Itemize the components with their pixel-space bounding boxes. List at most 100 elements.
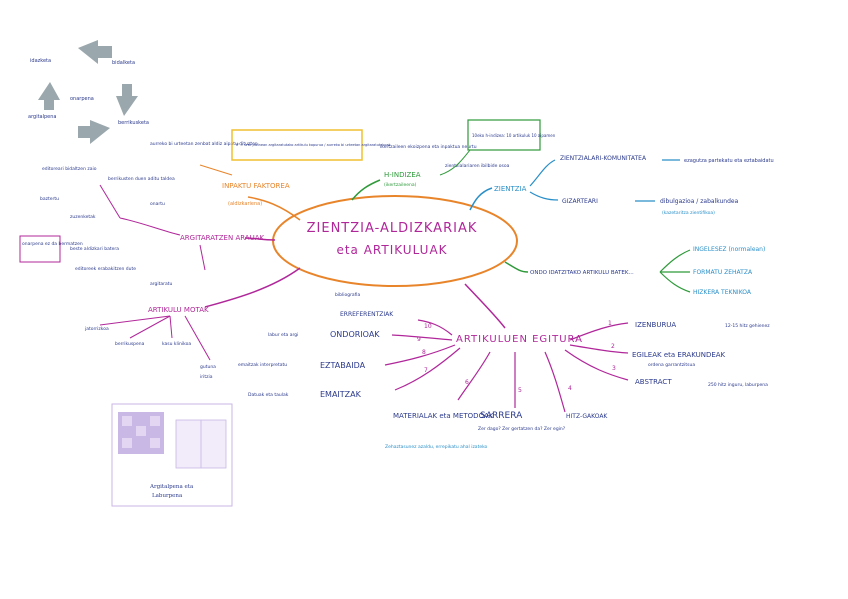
- egitura-part: ERREFERENTZIAK: [340, 311, 394, 318]
- connector-inpaktu: [247, 196, 301, 221]
- zientzia-item-2: GIZARTEARI: [562, 198, 598, 205]
- cycle-arrow-left: [38, 82, 60, 110]
- egitura-link: [394, 347, 461, 391]
- argitaratzen-title: ARGITARATZEN ARAUAK: [180, 234, 265, 242]
- egitura-branch: ARTIKULUEN EGITURA 1 IZENBURUA 12-15 hit…: [238, 292, 770, 450]
- cycle-arrow-right: [116, 84, 138, 116]
- egitura-number: 6: [465, 379, 469, 386]
- journal-pattern: [122, 438, 132, 448]
- ondo-link: [659, 249, 691, 273]
- egitura-note: 250 hitz inguru, laburpena: [708, 382, 768, 388]
- hindizea-link: [439, 149, 471, 176]
- egitura-number: 1: [608, 320, 612, 327]
- connector-egitura: [464, 283, 506, 329]
- hindizea-branch: H-INDIZEA (ikertzaileena) ikertzaileen e…: [380, 119, 556, 188]
- hindizea-note: ikertzaileen ekoizpena eta inpaktua neur…: [380, 144, 477, 150]
- zientzia-link: [529, 159, 556, 187]
- inpaktu-title: INPAKTU FAKTOREA: [222, 182, 290, 190]
- motak-item: gutuna: [200, 364, 216, 370]
- motak-link: [184, 315, 211, 361]
- central-node: ZIENTZIA-ALDIZKARIAK eta ARTIKULUAK: [272, 195, 518, 287]
- hindizea-box: 10eko h-indizea: 10 artikuluk 10 aipamen: [472, 133, 556, 138]
- argitaratzen-item: onartu: [150, 201, 165, 207]
- motak-item: kasu klinikoa: [162, 341, 191, 347]
- inpaktu-subtitle: (aldizkariena): [228, 201, 262, 207]
- egitura-part: EZTABAIDA: [320, 361, 366, 370]
- cycle-diagram: idazketa bidalketa berrikusketa onarpena…: [28, 40, 149, 144]
- connector-motak: [204, 267, 301, 308]
- argitaratzen-item: zuzenketak: [70, 214, 96, 220]
- connector-argitaratzen: [244, 237, 276, 241]
- hindizea-title: H-INDIZEA: [384, 171, 421, 179]
- ondo-item: FORMATU ZEHATZA: [693, 269, 753, 276]
- cycle-item: onarpena: [70, 96, 94, 102]
- journal-pattern: [122, 416, 132, 426]
- argitaratzen-link: [119, 217, 181, 236]
- egitura-note: bibliografia: [335, 292, 361, 298]
- motak-link: [99, 315, 171, 326]
- cycle-item: berrikusketa: [118, 120, 149, 126]
- hindizea-box-frame: [467, 119, 541, 151]
- cycle-item: bidalketa: [112, 60, 135, 66]
- article-illustration: Argitalpena eta Laburpena: [111, 403, 233, 507]
- zientzia-item-2-note: dibulgazioa / zabalkundea: [660, 198, 739, 205]
- motak-link: [129, 315, 171, 339]
- argitaratzen-item: berrikusten duen aditu taldea: [108, 176, 175, 182]
- motak-branch: ARTIKULU MOTAK jatorrizkoa berrikuspena …: [84, 306, 216, 380]
- egitura-number: 9: [417, 336, 421, 343]
- ondo-branch: ONDO IDATZITAKO ARTIKULU BATEK... INGELE…: [530, 246, 765, 296]
- egitura-link: [457, 351, 491, 401]
- egitura-part: MATERIALAK eta METODOAK: [393, 412, 494, 420]
- egitura-note: ordena garrantzitsua: [648, 362, 695, 368]
- argitaratzen-link: [199, 244, 206, 271]
- connector-ondo: [504, 261, 529, 273]
- egitura-link: [384, 344, 456, 366]
- motak-item: berrikuspena: [115, 341, 145, 347]
- egitura-note: 12-15 hitz gehienez: [725, 323, 770, 329]
- argitaratzen-branch: ARGITARATZEN ARAUAK editoreari bidaltzen…: [19, 166, 265, 287]
- egitura-part: SARRERA: [480, 411, 523, 421]
- central-title: ZIENTZIA-ALDIZKARIAK: [307, 221, 478, 236]
- egitura-note: labur eta argi: [268, 332, 298, 338]
- inpaktu-note: aurreko bi urteetan zenbat aldiz aipatu …: [150, 141, 258, 147]
- cycle-item: argitalpena: [28, 114, 57, 120]
- egitura-note: Zehaztasunez azaldu, errepikatu ahal iza…: [385, 444, 488, 450]
- motak-item: jatorrizkoa: [84, 326, 109, 332]
- egitura-number: 10: [424, 323, 432, 330]
- egitura-part: IZENBURUA: [635, 321, 676, 329]
- zientzia-link: [529, 191, 559, 201]
- egitura-number: 5: [518, 387, 522, 394]
- argitaratzen-item: baztertu: [40, 196, 59, 202]
- argitaratzen-item: onarpena ez da bermatzen: [22, 241, 83, 247]
- argitaratzen-item: argitaratu: [150, 281, 173, 287]
- zientzia-branch: ZIENTZIA ZIENTZIALARI-KOMUNITATEA ezagut…: [494, 155, 774, 216]
- cycle-arrow-top: [78, 40, 112, 64]
- motak-item: iritzia: [200, 374, 213, 380]
- cycle-arrow-bottom: [78, 120, 110, 144]
- ondo-item: HIZKERA TEKNIKOA: [693, 289, 752, 296]
- inpaktu-definition-frame: [231, 129, 363, 161]
- ondo-link: [659, 271, 691, 293]
- egitura-part: EMAITZAK: [320, 390, 362, 399]
- egitura-number: 8: [422, 349, 426, 356]
- argitaratzen-link: [99, 184, 121, 219]
- cycle-item: idazketa: [30, 58, 51, 64]
- egitura-part: ABSTRACT: [635, 378, 672, 386]
- egitura-note: Zer dago? Zer gertatzen da? Zer egin?: [478, 426, 566, 432]
- ondo-title: ONDO IDATZITAKO ARTIKULU BATEK...: [530, 270, 634, 276]
- zientzia-item-1: ZIENTZIALARI-KOMUNITATEA: [560, 155, 647, 162]
- inpaktu-arrow: [199, 164, 233, 176]
- journal-pattern: [136, 426, 146, 436]
- argitaratzen-item: beste aldizkari batera: [70, 246, 119, 252]
- egitura-note: Datuak eta taulak: [248, 392, 289, 398]
- egitura-title: ARTIKULUEN EGITURA: [456, 334, 583, 345]
- egitura-number: 4: [568, 385, 572, 392]
- egitura-link: [391, 334, 453, 341]
- connector-zientzia: [469, 187, 493, 211]
- inpaktu-branch: INPAKTU FAKTOREA (aldizkariena) aurreko …: [150, 129, 392, 207]
- ondo-item: INGELESEZ (normalean): [693, 246, 765, 253]
- egitura-note: emaitzak interpretatu: [238, 362, 287, 368]
- caption-line-1: Argitalpena eta: [149, 484, 194, 490]
